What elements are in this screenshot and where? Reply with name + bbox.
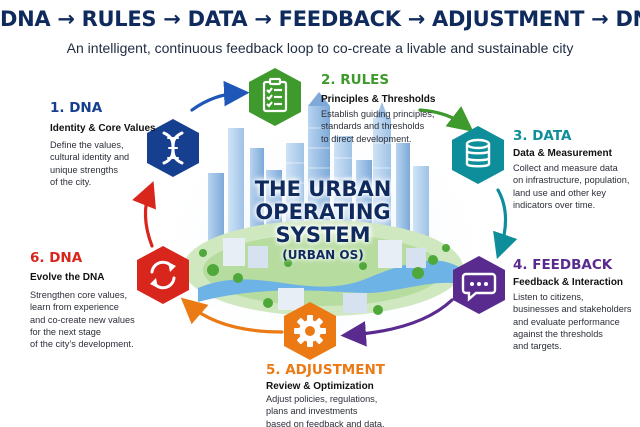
arrow-rules-to-data [418,106,474,132]
evolve-step-badge [134,244,192,306]
dna-step-subtitle: Identity & Core Values [50,123,156,134]
arrow-dna-to-rules [190,80,250,112]
data-step-badge [449,124,507,186]
arrow-feedback-to-adjustment [340,298,454,347]
page-subtitle: An intelligent, continuous feedback loop… [66,40,574,56]
chat-bubble-icon [461,272,497,302]
arrow-evolve-to-dna [132,181,156,248]
data-step-description: Collect and measure data on infrastructu… [513,163,630,210]
arrow-adjustment-to-evolve [180,297,284,334]
feedback-step-subtitle: Feedback & Interaction [513,277,624,288]
feedback-step-description: Listen to citizens, businesses and stake… [513,292,632,352]
rules-step-title: 2. RULES [321,72,390,88]
rules-step-description: Establish guiding principles, standards … [321,109,435,144]
center-title-line3: (URBAN OS) [282,248,364,262]
adjustment-step-subtitle: Review & Optimization [266,381,374,392]
page-title: DNA → RULES → DATA → FEEDBACK → ADJUSTME… [0,7,640,31]
center-title-line1: THE URBAN [254,177,392,201]
adjustment-step-badge [281,300,339,362]
data-step-subtitle: Data & Measurement [513,148,612,159]
evolve-step-subtitle: Evolve the DNA [30,272,105,283]
dna-step-title: 1. DNA [50,100,103,116]
database-icon [465,138,491,168]
arrow-data-to-feedback [493,188,518,260]
center-label: THE URBAN OPERATING SYSTEM (URBAN OS) [208,178,438,264]
city-skyline-illustration [168,92,478,333]
adjustment-step-title: 5. ADJUSTMENT [266,362,385,378]
dna-helix-icon [162,131,184,165]
center-title-line2: OPERATING SYSTEM [255,200,391,247]
feedback-step-badge [450,254,508,316]
dna-step-badge [144,117,202,179]
rules-step-subtitle: Principles & Thresholds [321,94,436,105]
dna-step-description: Define the values, cultural identity and… [50,140,130,187]
rules-step-badge [246,66,304,128]
evolve-step-description: Strengthen core values, learn from exper… [30,290,135,350]
evolve-step-title: 6. DNA [30,250,83,266]
feedback-step-title: 4. FEEDBACK [513,257,613,273]
data-step-title: 3. DATA [513,128,572,144]
adjustment-step-description: Adjust policies, regulations, plans and … [266,394,385,427]
gear-icon [294,315,326,347]
clipboard-checklist-icon [262,77,288,113]
